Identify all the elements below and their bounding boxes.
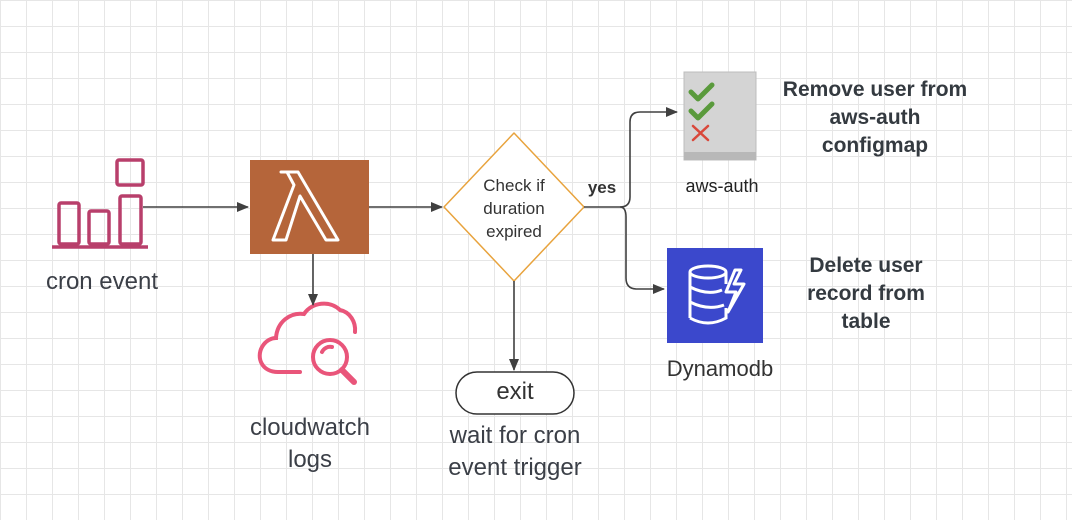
cloudwatch-label-line-2: logs	[287, 446, 333, 473]
dynamodb-label: Dynamodb	[666, 356, 774, 381]
aws-auth-label: aws-auth	[685, 176, 759, 196]
dynamodb-icon	[667, 248, 763, 343]
cron-event-icon	[52, 158, 148, 249]
decision-text: Check if duration expired	[454, 174, 574, 243]
exit-terminator	[455, 371, 575, 415]
aws-auth-note: Remove user from aws-auth configmap	[760, 76, 990, 160]
dynamodb-note-line-2: record from	[807, 282, 925, 305]
exit-caption-line-2: event trigger	[448, 454, 582, 481]
aws-auth-note-line-2: aws-auth	[829, 106, 921, 129]
aws-auth-note-line-1: Remove user from	[782, 78, 968, 101]
edge-decision-to-dynamodb	[619, 206, 665, 294]
decision-text-line-2: duration	[483, 199, 545, 218]
checklist-icon	[683, 71, 757, 161]
edge-label-yes: yes	[587, 178, 617, 197]
cloudwatch-label: cloudwatch logs	[220, 412, 400, 476]
dynamodb-note-line-3: table	[841, 310, 891, 333]
cloudwatch-label-line-1: cloudwatch	[249, 414, 371, 441]
exit-label: exit	[496, 378, 534, 405]
dynamodb-note: Delete user record from table	[786, 252, 946, 336]
dynamodb-note-line-1: Delete user	[809, 254, 923, 277]
decision-text-line-1: Check if	[483, 176, 545, 195]
exit-caption-line-1: wait for cron	[449, 422, 581, 449]
decision-text-line-3: expired	[486, 222, 542, 241]
cron-event-label: cron event	[45, 268, 159, 295]
cloudwatch-icon	[257, 301, 358, 385]
edge-decision-to-aws-auth	[584, 107, 678, 208]
aws-auth-note-line-3: configmap	[821, 134, 929, 157]
lambda-icon	[250, 160, 369, 254]
exit-caption: wait for cron event trigger	[415, 420, 615, 484]
